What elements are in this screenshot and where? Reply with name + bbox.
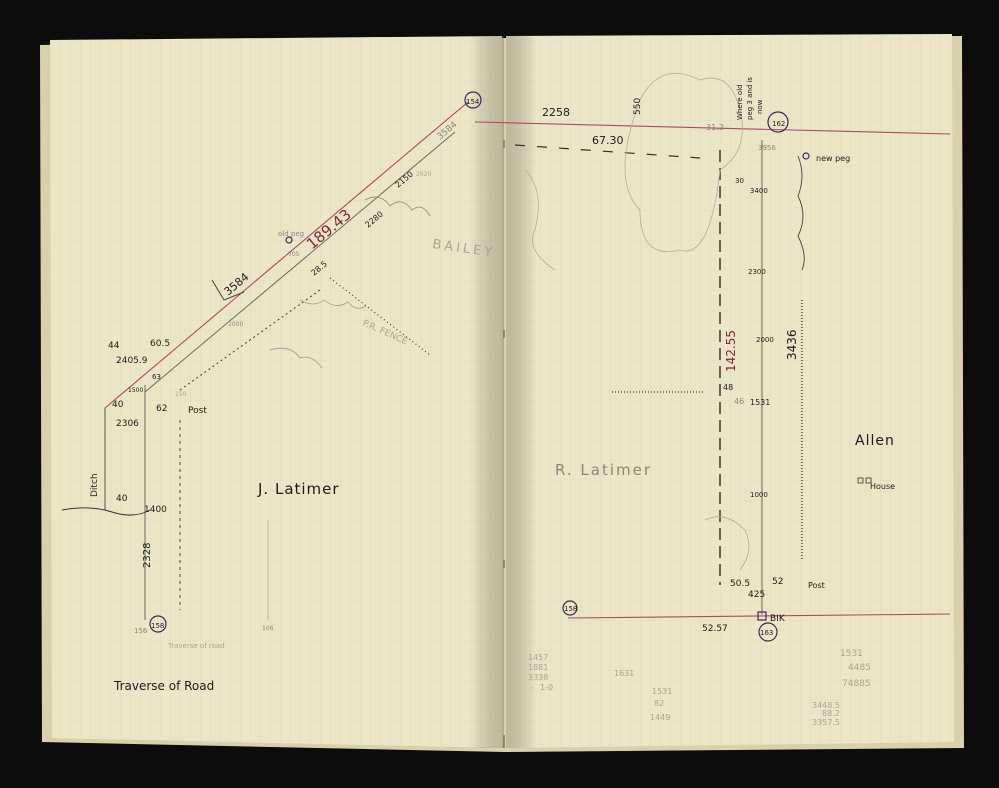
calc-block-5: 3448.5 88.2 3357.5 [812,701,840,727]
station-156: 156 [134,627,148,635]
calc1-line-3: 3338 [528,673,548,682]
ditch-label: Ditch [90,473,100,497]
reading-40b: 40 [116,494,128,504]
calc-block-3: 1531 82 1449 [650,687,672,722]
reading-1531: 1531 [750,398,770,407]
station-marker-154 [464,91,482,109]
station-158: 158 [151,622,164,630]
station-162: 162 [772,120,785,128]
post-label-right: Post [808,581,825,590]
calc4-line-1: 1531 [840,649,863,659]
reading-2620: 2620 [416,171,431,178]
calc3-line-3: 1449 [650,713,670,722]
reading-2000: 2000 [756,336,774,344]
reading-150: 150 [175,391,187,398]
owner-allen: Allen [855,433,895,449]
calc-block-2: 1631 [614,669,634,678]
reading-2405: 2405.9 [116,356,148,366]
old-peg-marker [285,236,293,244]
reading-550: 550 [633,98,643,115]
calc1-line-1: 1457 [528,653,548,662]
station-marker-156 [149,615,167,633]
calc3-line-2: 82 [654,699,664,708]
calc4-line-3: 74885 [842,679,871,689]
calc5-line-3: 3357.5 [812,718,840,727]
right-text: R. Latimer Allen House new peg Post BIK … [528,77,895,727]
calc-block-1: 1457 1881 3338 - 1-0 [528,653,553,692]
note-line-2: peg 3 and is [746,77,754,120]
owner-r-latimer: R. Latimer [555,461,652,479]
station-154: 154 [466,98,480,106]
reading-2306: 2306 [116,419,139,429]
reading-1000: 1000 [750,491,768,499]
calc1-line-4: - [530,683,533,692]
note-line-1: Where old [736,84,744,120]
calc3-line-1: 1531 [652,687,672,696]
post-label-left: Post [188,406,207,416]
note-line-3: now [756,99,764,114]
reading-1400: 1400 [144,505,167,515]
house-label: House [870,482,895,491]
reading-5257: 52.57 [702,624,728,634]
new-peg-label: new peg [816,154,850,163]
calc1-line-2: 1881 [528,663,548,672]
station-marker-158 [562,600,578,616]
station-163: 163 [760,629,773,637]
reading-312: 31.2 [706,123,724,132]
reading-2300: 2300 [748,268,766,276]
calc1-line-5: 1-0 [540,683,553,692]
reading-52: 52 [772,577,783,587]
calc-block-4: 1531 4485 74885 [840,649,871,689]
owner-j-latimer: J. Latimer [257,480,340,498]
station-158-right: 158 [564,605,577,613]
reading-3956: 3956 [758,144,776,152]
road-note: Traverse of road [167,642,225,650]
reading-605: 60.5 [150,339,170,349]
reading-1500: 1500 [128,387,143,394]
survey-lines-right [474,72,951,619]
reading-48: 48 [723,383,733,392]
reading-40a: 40 [112,400,124,410]
station-marker-163 [758,622,778,642]
reading-106: 106 [262,625,274,632]
right-page [506,34,954,748]
house-symbol [857,477,872,484]
reading-top-offset: 67.30 [592,134,624,147]
reading-2000: 2000 [228,321,243,328]
reading-62: 62 [156,404,167,414]
reading-63: 63 [152,373,161,381]
left-page-title: Traverse of Road [113,679,214,693]
new-peg-marker [802,152,810,160]
reading-top-chain: 2258 [542,106,570,119]
reading-505: 50.5 [730,579,750,589]
reading-3436: 3436 [785,329,799,360]
reading-3400: 3400 [750,187,768,195]
bik-marker [757,611,767,621]
station-markers-left [149,91,482,633]
reading-30: 30 [735,177,744,185]
calc5-line-1: 3448.5 [812,701,840,710]
survey-lines-left [61,101,469,620]
reading-705: 705 [288,251,300,258]
bik-label: BIK [770,614,786,624]
reading-425: 425 [748,590,765,600]
calc2-line-1: 1631 [614,669,634,678]
reading-2328: 2328 [142,543,153,568]
station-markers-right [562,111,810,642]
station-marker-162 [767,111,789,133]
reading-14255: 142.55 [724,330,738,372]
left-page [50,36,504,748]
reading-44: 44 [108,341,120,351]
reading-46: 46 [734,397,744,406]
calc4-line-2: 4485 [848,663,871,673]
old-peg-label: old peg [278,230,304,238]
calc5-line-2: 88.2 [822,709,840,718]
